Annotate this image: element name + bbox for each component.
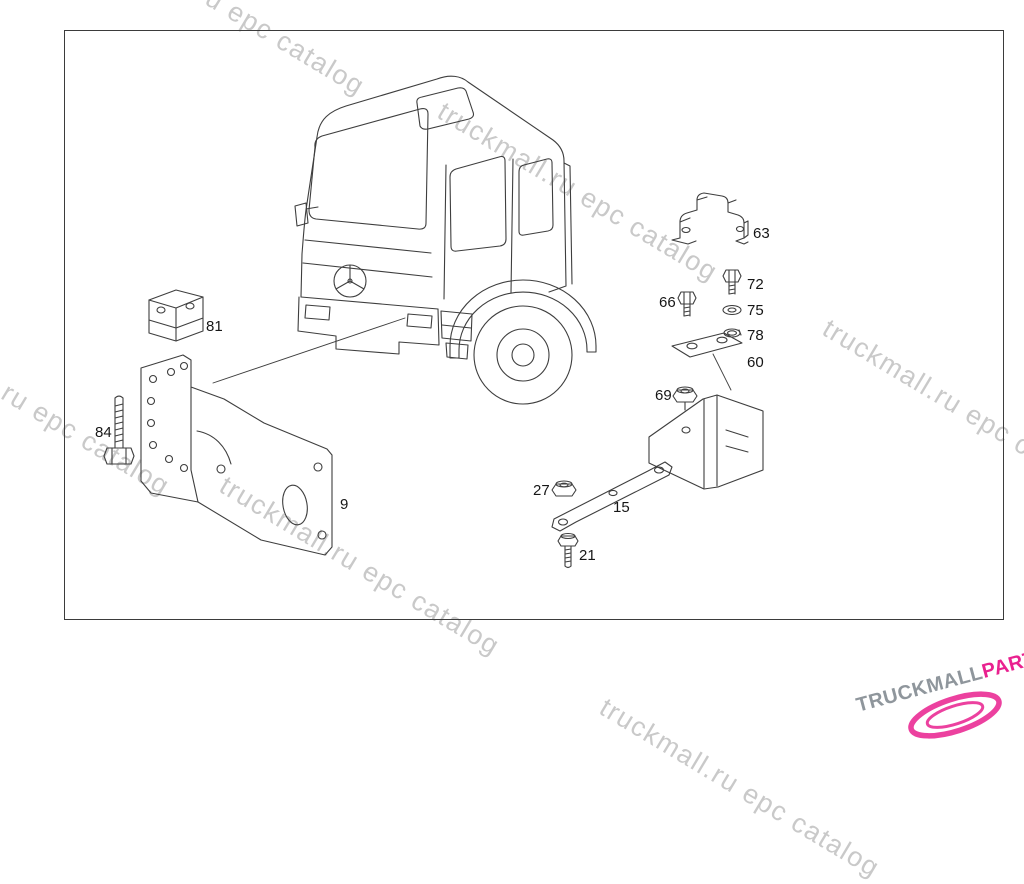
part-label-69: 69 bbox=[655, 387, 672, 404]
support-bracket-drawing bbox=[648, 394, 764, 490]
part-label-78: 78 bbox=[747, 327, 764, 344]
part-label-9: 9 bbox=[340, 496, 349, 513]
part-69-drawing bbox=[672, 386, 698, 411]
part-27-drawing bbox=[551, 480, 577, 497]
part-75-drawing bbox=[722, 304, 742, 316]
part-label-27: 27 bbox=[533, 482, 550, 499]
truck-cab-drawing bbox=[294, 75, 597, 405]
part-label-63: 63 bbox=[753, 225, 770, 242]
logo-swoosh-icon bbox=[908, 691, 1002, 739]
part-63-drawing bbox=[671, 192, 749, 245]
part-label-21: 21 bbox=[579, 547, 596, 564]
part-label-81: 81 bbox=[206, 318, 223, 335]
part-label-75: 75 bbox=[747, 302, 764, 319]
part-21-drawing bbox=[557, 532, 579, 569]
part-label-84: 84 bbox=[95, 424, 112, 441]
diagram-frame bbox=[64, 30, 1004, 620]
part-15-drawing bbox=[551, 461, 673, 532]
part-label-15: 15 bbox=[613, 499, 630, 516]
parts-diagram-drawing bbox=[103, 75, 764, 569]
part-60-drawing bbox=[671, 332, 743, 358]
leader-lines bbox=[212, 317, 732, 391]
part-9-drawing bbox=[140, 354, 333, 556]
part-78-drawing bbox=[723, 328, 742, 338]
part-72-drawing bbox=[722, 269, 742, 295]
part-label-60: 60 bbox=[747, 354, 764, 371]
part-label-66: 66 bbox=[659, 294, 676, 311]
part-81-drawing bbox=[148, 289, 204, 342]
part-label-72: 72 bbox=[747, 276, 764, 293]
part-84-drawing bbox=[103, 395, 135, 465]
part-66-drawing bbox=[677, 291, 697, 317]
